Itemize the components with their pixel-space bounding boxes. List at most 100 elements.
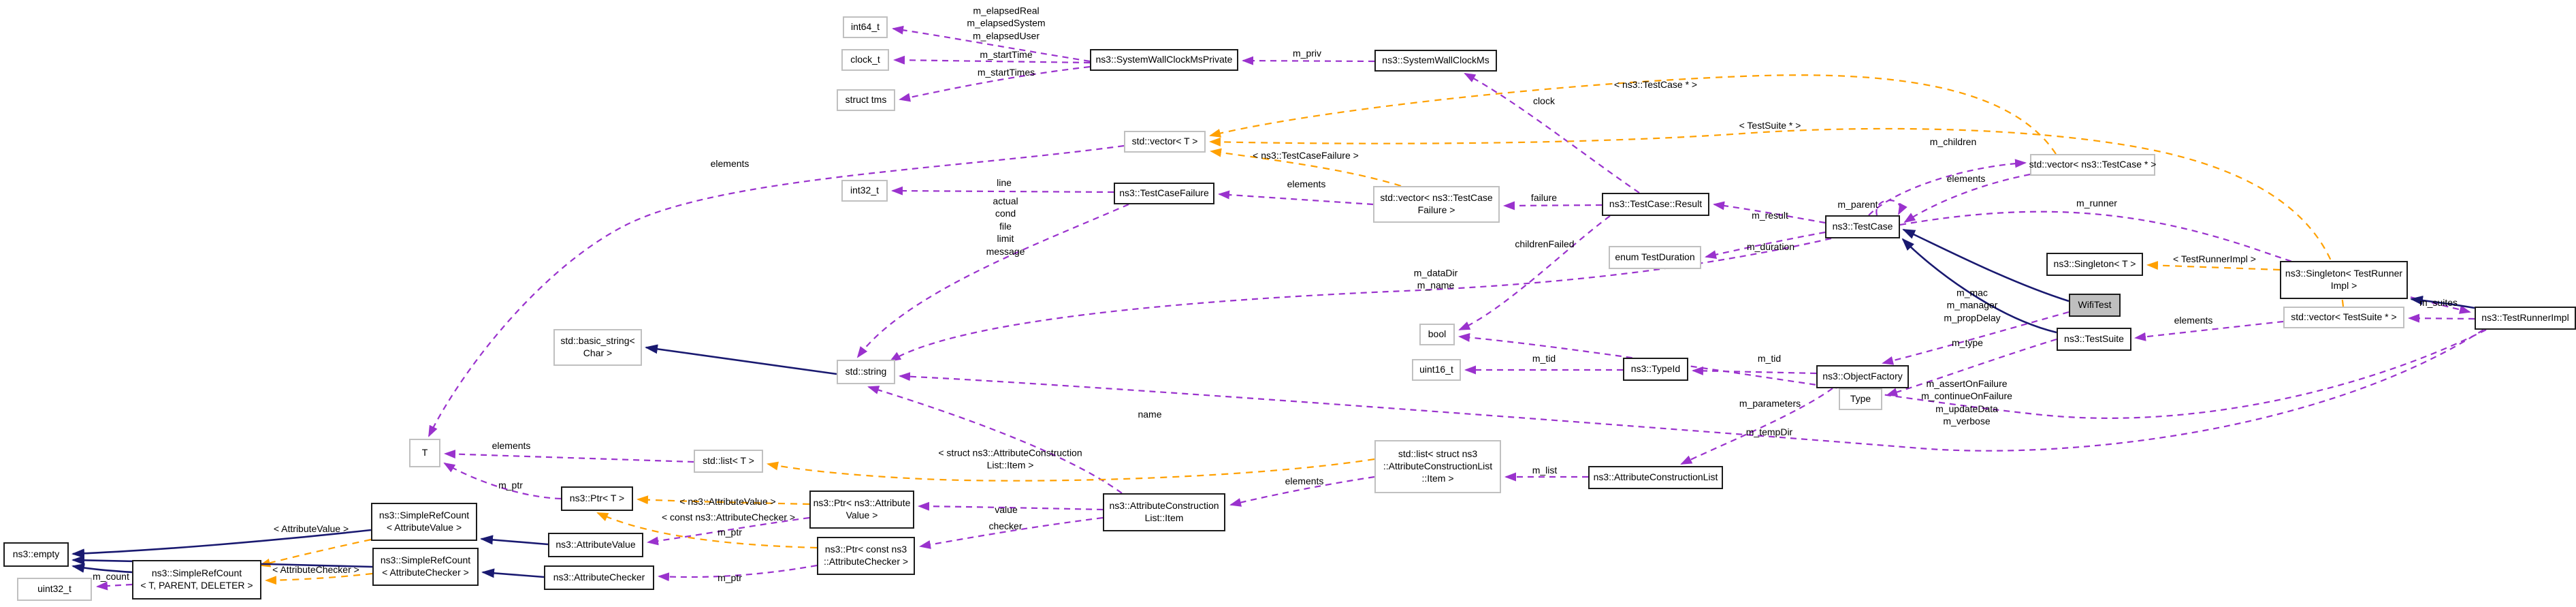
node-system-wall-clock-ms-private[interactable]: ns3::SystemWallClockMsPrivate: [1090, 49, 1238, 71]
edge-label: elements: [1287, 178, 1326, 189]
node-uint16-t[interactable]: uint16_t: [1412, 359, 1461, 381]
member-edge: [1713, 201, 1826, 224]
node-attribute-checker[interactable]: ns3::AttributeChecker: [544, 565, 654, 590]
edge-label: m_list: [1532, 464, 1558, 476]
edge-label: m_tid: [1757, 352, 1782, 364]
node-attribute-construction-list-item[interactable]: ns3::AttributeConstruction List::Item: [1103, 493, 1225, 531]
node-list-t[interactable]: std::list< T >: [694, 450, 763, 473]
node-ptr-attribute-value[interactable]: ns3::Ptr< ns3::Attribute Value >: [809, 491, 914, 529]
member-edge: [1875, 200, 1907, 216]
node-test-suite[interactable]: ns3::TestSuite: [2057, 328, 2131, 351]
member-edge: [1464, 73, 1640, 193]
member-edge: [1886, 338, 2057, 396]
member-edge: [856, 203, 1129, 358]
member-edge: [1458, 329, 2487, 419]
node-test-runner-impl[interactable]: ns3::TestRunnerImpl: [2475, 307, 2576, 330]
node-system-wall-clock-ms[interactable]: ns3::SystemWallClockMs: [1374, 50, 1497, 72]
edge-label: elements: [492, 439, 531, 451]
node-test-case-failure[interactable]: ns3::TestCaseFailure: [1114, 183, 1214, 204]
node-ns3-empty[interactable]: ns3::empty: [3, 542, 69, 567]
template-edge: [1209, 74, 2057, 155]
template-edge: [637, 495, 810, 505]
edge-label: m_elapsedReal m_elapsedSystem m_elapsedU…: [967, 5, 1046, 42]
edge-label: actual cond file limit message: [986, 195, 1025, 257]
edge-label: < AttributeChecker >: [272, 563, 359, 575]
member-edge: [899, 65, 1091, 102]
inheritance-edge: [481, 568, 545, 578]
member-edge: [899, 329, 2484, 452]
node-wifi-test[interactable]: WifiTest: [2069, 294, 2121, 317]
edge-label: m_duration: [1746, 240, 1795, 252]
node-list-struct-item[interactable]: std::list< struct ns3 ::AttributeConstru…: [1374, 440, 1501, 493]
edge-label: elements: [710, 157, 750, 169]
node-simple-ref-count-t-parent-deleter[interactable]: ns3::SimpleRefCount < T, PARENT, DELETER…: [132, 560, 261, 600]
edge-label: m_ptr: [498, 479, 523, 491]
inheritance-edge: [71, 563, 133, 574]
node-simple-ref-count-attribute-value[interactable]: ns3::SimpleRefCount < AttributeValue >: [371, 503, 477, 541]
node-vector-test-case-failure[interactable]: std::vector< ns3::TestCase Failure >: [1373, 186, 1500, 223]
member-edge: [444, 450, 694, 463]
node-t[interactable]: T: [409, 439, 440, 467]
node-attribute-value[interactable]: ns3::AttributeValue: [548, 533, 643, 557]
edge-label: clock: [1533, 95, 1555, 106]
node-type-id[interactable]: ns3::TypeId: [1623, 358, 1688, 381]
node-simple-ref-count-attribute-checker[interactable]: ns3::SimpleRefCount < AttributeChecker >: [372, 548, 479, 586]
node-basic-string[interactable]: std::basic_string< Char >: [553, 329, 642, 366]
template-edge: [2146, 261, 2281, 271]
node-ptr-t[interactable]: ns3::Ptr< T >: [561, 486, 633, 511]
template-edge: [1209, 127, 2345, 307]
member-edge: [1868, 159, 2027, 216]
member-edge: [891, 186, 1114, 196]
member-edge: [867, 386, 1123, 494]
template-edge: [596, 512, 818, 549]
inheritance-edge: [480, 535, 549, 546]
member-edge: [2134, 320, 2284, 341]
node-type[interactable]: Type: [1839, 388, 1882, 410]
node-struct-tms[interactable]: struct tms: [837, 89, 895, 111]
edge-label: m_mac m_manager m_propDelay: [1944, 287, 2001, 324]
edge-label: m_priv: [1292, 47, 1322, 59]
template-edge: [265, 572, 373, 585]
node-test-case-result[interactable]: ns3::TestCase::Result: [1602, 193, 1709, 216]
node-uint32-t[interactable]: uint32_t: [17, 578, 92, 601]
edge-label: m_parameters: [1739, 397, 1801, 409]
edge-label: m_assertOnFailure m_continueOnFailure m_…: [1921, 378, 2012, 427]
edge-label: value: [995, 503, 1018, 515]
member-edge: [919, 516, 1104, 549]
edge-label: m_type: [1952, 337, 1983, 348]
node-vector-test-suite-ptr[interactable]: std::vector< TestSuite * >: [2283, 307, 2404, 328]
node-clock-t[interactable]: clock_t: [841, 49, 889, 71]
edge-label: < ns3::TestCaseFailure >: [1253, 149, 1359, 161]
edge-label: elements: [1946, 172, 1986, 184]
node-ptr-const-attribute-checker[interactable]: ns3::Ptr< const ns3 ::AttributeChecker >: [817, 537, 915, 575]
edge-label: < ns3::AttributeValue >: [679, 495, 776, 507]
template-edge: [259, 538, 372, 567]
edge-label: m_result: [1752, 209, 1788, 221]
member-edge: [1229, 476, 1375, 507]
node-int64-t[interactable]: int64_t: [843, 16, 888, 38]
edge-label: m_dataDir m_name: [1413, 267, 1458, 291]
node-bool[interactable]: bool: [1419, 324, 1455, 345]
edge-label: < ns3::TestCase * >: [1613, 78, 1698, 90]
node-attribute-construction-list[interactable]: ns3::AttributeConstructionList: [1588, 466, 1723, 489]
edge-label: line: [997, 176, 1012, 188]
node-enum-test-duration[interactable]: enum TestDuration: [1609, 246, 1701, 269]
node-test-case[interactable]: ns3::TestCase: [1825, 215, 1900, 238]
inheritance-edge: [1901, 238, 2057, 334]
node-vector-test-case-ptr[interactable]: std::vector< ns3::TestCase * >: [2029, 154, 2156, 176]
node-std-string[interactable]: std::string: [837, 360, 895, 384]
node-singleton-test-runner-impl[interactable]: ns3::Singleton< TestRunner Impl >: [2280, 261, 2408, 299]
edge-label: m_startTime: [980, 48, 1033, 60]
edge-label: elements: [1285, 475, 1324, 486]
inheritance-edge: [1902, 228, 2070, 302]
node-vector-t[interactable]: std::vector< T >: [1124, 131, 1206, 153]
edge-label: m_ptr: [718, 572, 742, 583]
node-int32-t[interactable]: int32_t: [841, 180, 888, 202]
node-object-factory[interactable]: ns3::ObjectFactory: [1816, 365, 1909, 388]
member-edge: [96, 581, 133, 591]
edge-label: elements: [2174, 314, 2213, 326]
node-singleton-t[interactable]: ns3::Singleton< T >: [2046, 253, 2143, 276]
member-edge: [1503, 201, 1603, 211]
member-edge: [1705, 231, 1826, 260]
